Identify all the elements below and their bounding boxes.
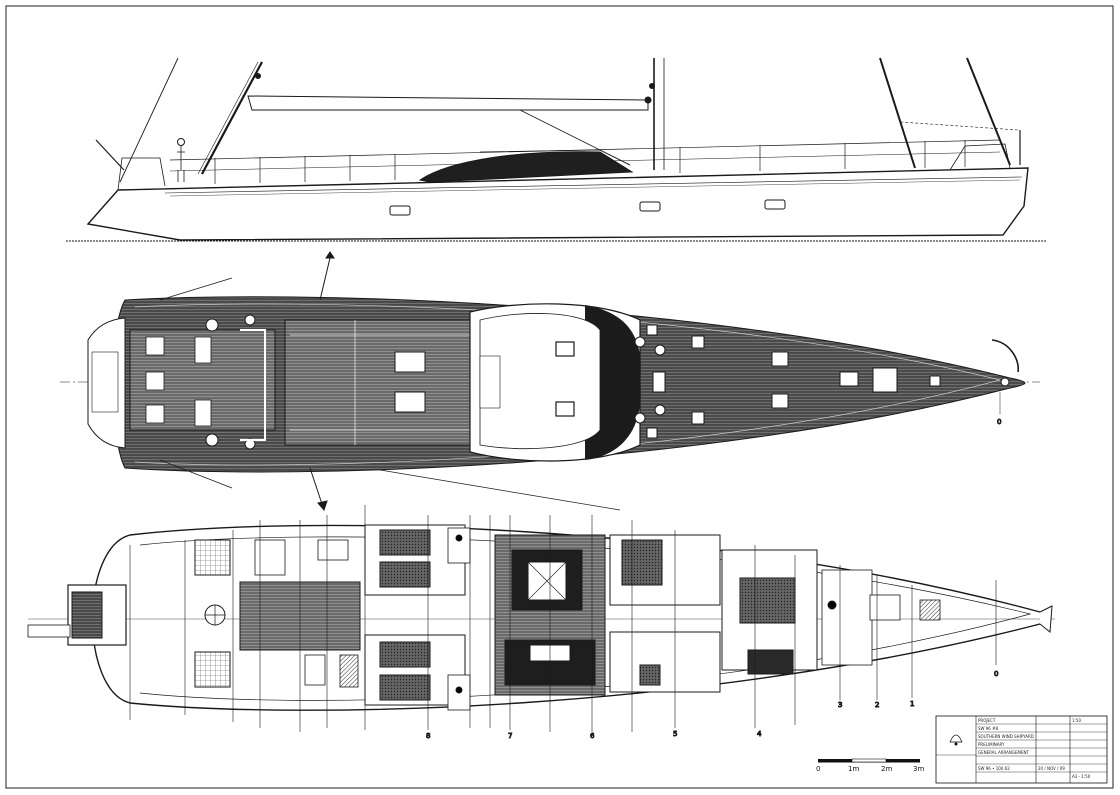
mast-step [652,371,666,393]
boom [247,95,649,111]
station-label: 8 [426,732,430,740]
winch-icon [634,336,646,348]
berth [379,674,431,701]
station-label: 0 [994,670,998,678]
table [394,391,426,413]
hatch [555,401,575,417]
winch-icon [205,318,219,332]
forepeak [821,569,873,666]
scale-tick: 3m [913,765,924,773]
shipyard-logo-icon [949,734,963,746]
drawing-date: 20 / NOV / 09 [1038,766,1065,771]
title-block: PROJECT SW 96 #8 SOUTHERN WIND SHIPYARD … [935,715,1108,784]
winch-icon [654,404,666,416]
scale-tick: 1m [848,765,859,773]
winch-icon [244,314,256,326]
deck-plan-view: 0 [60,251,1040,511]
scale-tick: 2m [881,765,892,773]
station-label: 5 [673,730,677,738]
station-label: 2 [875,701,879,709]
scale-tick: 0 [816,765,820,773]
deck-station-0: 0 [997,418,1001,426]
berth [379,641,431,668]
guest-cockpit [284,319,471,446]
head [447,527,471,564]
station-label: 7 [508,732,512,740]
winch-icon [654,344,666,356]
drawing-number: SW 96 • 100 62 [978,766,1010,771]
portlight [639,201,661,212]
owner-berth [739,577,796,624]
table [394,351,426,373]
station-label: 4 [757,730,762,738]
aft-cabin [194,651,231,688]
winch-icon [205,433,219,447]
berth [379,561,431,588]
sheet-border [5,5,1114,789]
forward-cabin-starboard [609,631,721,693]
portlight [389,205,411,216]
station-label: 6 [590,732,595,740]
hatch [555,341,575,357]
aft-cabin [194,539,231,576]
drawing-title-1: PRELIMINARY [978,742,1005,747]
station-label: 3 [838,701,842,709]
portlight [764,199,786,210]
coachroof [418,151,634,183]
sheet-size: A3 - 1:50 [1072,774,1091,779]
drawing-scale: 1:50 [1072,718,1081,723]
berth [379,529,431,556]
profile-view [66,57,1046,242]
drawing-title-2: GENERAL ARRANGEMENT [978,750,1029,755]
project-value: SW 96 #8 [978,726,998,731]
yard-name: SOUTHERN WIND SHIPYARD [978,734,1034,739]
crew-figure-icon [177,138,185,146]
scale-bar: 0 1m 2m 3m [816,758,924,773]
winch-icon [634,412,646,424]
accommodation-plan-view: 8 7 6 5 4 3 2 1 0 [27,505,1055,741]
hull-profile [86,167,1029,241]
station-label: 1 [910,700,914,708]
project-label: PROJECT [978,718,996,723]
bow-roller [991,339,1019,373]
